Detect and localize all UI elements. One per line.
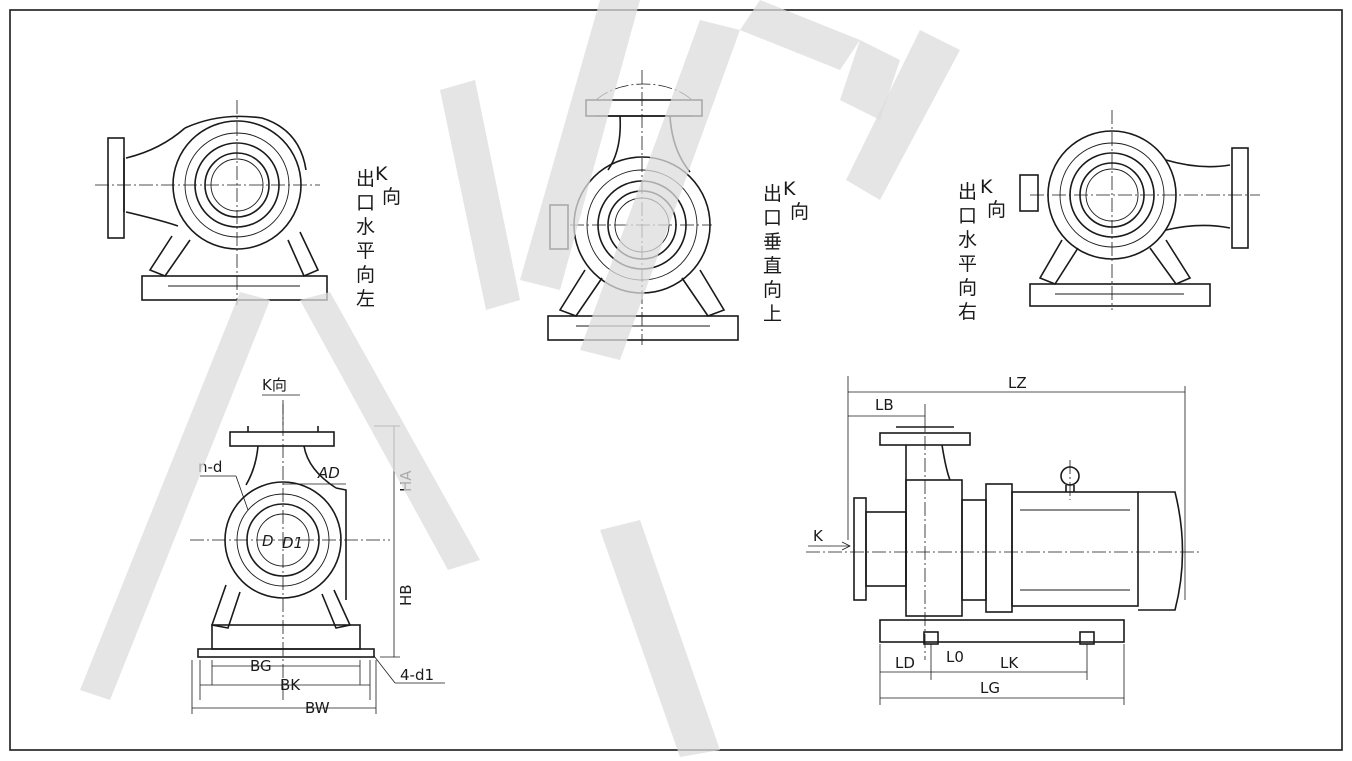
svg-text:口: 口 [958, 205, 977, 227]
center-view-k: K [783, 178, 796, 200]
svg-text:左: 左 [356, 288, 375, 310]
svg-text:水: 水 [958, 229, 977, 251]
svg-text:出: 出 [958, 181, 977, 203]
svg-text:向: 向 [958, 277, 977, 299]
l0-label: L0 [946, 648, 964, 666]
k-direction-label: K向 [262, 376, 287, 394]
svg-text:向: 向 [356, 264, 375, 286]
svg-text:口: 口 [763, 207, 782, 229]
svg-text:向: 向 [763, 279, 782, 301]
lb-label: LB [875, 396, 894, 414]
svg-text:右: 右 [958, 301, 977, 323]
left-view-cn: 向 出 口 水 平 向 左 [356, 168, 401, 310]
front-view [190, 394, 445, 714]
bw-label: BW [305, 699, 330, 717]
svg-text:出: 出 [763, 183, 782, 205]
ld-label: LD [895, 654, 915, 672]
view-outlet-left [95, 100, 328, 305]
center-view-cn: 向 出 口 垂 直 向 上 [763, 183, 809, 325]
lk-label: LK [1000, 654, 1019, 672]
lg-label: LG [980, 679, 1000, 697]
watermark [80, 0, 960, 757]
k-inlet-label: K [813, 527, 824, 545]
ad-label: AD [317, 464, 340, 482]
drawing-frame [9, 9, 1343, 751]
left-view-k: K [375, 163, 388, 185]
side-view [806, 376, 1200, 705]
lz-label: LZ [1008, 374, 1027, 392]
svg-text:直: 直 [763, 255, 782, 277]
svg-text:平: 平 [958, 253, 977, 275]
d1-label: D1 [282, 534, 303, 552]
svg-text:水: 水 [356, 216, 375, 238]
svg-text:向: 向 [382, 186, 401, 208]
svg-text:平: 平 [356, 240, 375, 262]
d-label: D [262, 532, 274, 550]
svg-text:口: 口 [356, 192, 375, 214]
svg-text:出: 出 [356, 168, 375, 190]
right-view-cn: 向 出 口 水 平 向 右 [958, 181, 1006, 323]
holes-label: 4-d1 [400, 666, 434, 684]
svg-text:向: 向 [987, 199, 1006, 221]
right-view-k: K [980, 176, 993, 198]
bg-label: BG [250, 657, 272, 675]
svg-text:向: 向 [790, 201, 809, 223]
hb-label: HB [397, 584, 415, 606]
view-outlet-right [1019, 110, 1260, 310]
bk-label: BK [280, 676, 301, 694]
svg-text:垂: 垂 [763, 231, 782, 253]
svg-text:上: 上 [763, 303, 782, 325]
